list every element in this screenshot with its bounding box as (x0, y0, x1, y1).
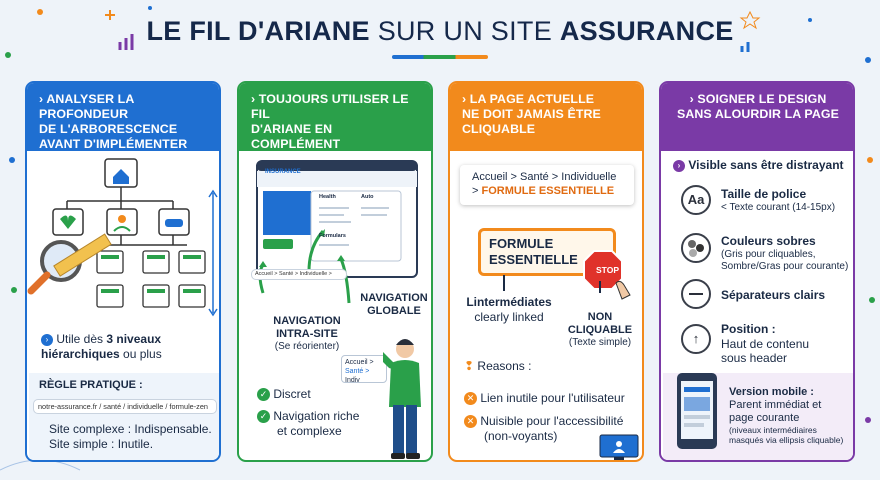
website-mockup-illustration (256, 160, 418, 304)
card-design: › SOIGNER LE DESIGN SANS ALOURDIR LA PAG… (659, 81, 855, 462)
arrow-up-icon: ↑ (681, 324, 711, 354)
separators-tip: Séparateurs clairs (721, 288, 826, 302)
menu-item-health: Health (319, 194, 336, 200)
stop-sign-label: STOP (596, 265, 619, 275)
monitor-icon (599, 434, 639, 460)
card-design-heading: › SOIGNER LE DESIGN SANS ALOURDIR LA PAG… (661, 83, 853, 151)
breadcrumb-example: Accueil > Santé > Individuelle > FORMULE… (460, 165, 634, 205)
colors-tip: Couleurs sobres (Gris pour cliquables, S… (721, 234, 849, 272)
card-main-menu-heading: › TOUJOURS UTILISER LE FIL D'ARIANE EN C… (239, 83, 431, 166)
mini-breadcrumb: Accueil > Santé > Individuelle > (251, 269, 347, 280)
design-intro: › Visible sans être distrayant (673, 158, 844, 173)
card-depth-heading: › ANALYSER LA PROFONDEUR DE L'ARBORESCEN… (27, 83, 219, 151)
depth-threshold-note: › Utile dès 3 niveaux hiérarchiques ou p… (41, 332, 162, 361)
speech-bubble-breadcrumb: Accueil > Santé > Indiv (341, 355, 387, 384)
font-size-icon: Aa (681, 185, 711, 215)
position-tip: Position : Haut de contenu sous header (721, 322, 810, 365)
chevron-right-icon: › (673, 159, 685, 172)
card-current-page: › LA PAGE ACTUELLE NE DOIT JAMAIS ÊTRE C… (448, 81, 644, 462)
smartphone-icon (677, 373, 717, 449)
page-title: LE FIL D'ARIANE SUR UN SITE ASSURANCE (146, 16, 734, 46)
mobile-tip-box: Version mobile : Parent immédiat et page… (663, 373, 853, 460)
bullet-rich-navigation: ✓ Navigation riche et complexe (257, 409, 359, 438)
font-size-tip: Taille de police < Texte courant (14-15p… (721, 187, 836, 213)
check-icon: ✓ (257, 388, 270, 402)
reason-accessibility: ✕ Nuisible pour l'accessibilité (non-voy… (464, 414, 623, 443)
card-main-menu: › TOUJOURS UTILISER LE FIL D'ARIANE EN C… (237, 81, 433, 462)
lightbulb-icon: ❢ (464, 359, 475, 373)
stop-sign-icon (583, 250, 631, 300)
connector-arrows (503, 275, 601, 293)
bullet-discreet: ✓ Discret (257, 387, 311, 402)
reason-useless-link: ✕ Lien inutile pour l'utilisateur (464, 391, 625, 406)
card-depth: › ANALYSER LA PROFONDEUR DE L'ARBORESCEN… (25, 81, 221, 462)
chevron-right-icon: › (41, 333, 53, 346)
reasons-title: ❢ Reasons : (464, 359, 532, 373)
menu-item-formulas: Formulars (319, 233, 346, 239)
palette-icon (681, 233, 711, 263)
separator-icon (681, 279, 711, 309)
practical-rule-box: RÈGLE PRATIQUE : notre-assurance.fr / sa… (29, 373, 219, 460)
close-icon: ✕ (464, 415, 477, 429)
close-icon: ✕ (464, 392, 477, 406)
person-illustration (383, 339, 421, 459)
menu-item-auto: Auto (361, 194, 374, 200)
title-underline (392, 55, 488, 59)
check-icon: ✓ (257, 410, 270, 424)
card-current-page-heading: › LA PAGE ACTUELLE NE DOIT JAMAIS ÊTRE C… (450, 83, 642, 151)
url-breadcrumb-example: notre-assurance.fr / santé / individuell… (33, 399, 217, 414)
brand-logo: INSURANCE (265, 169, 301, 175)
sitemap-tree-illustration (27, 158, 218, 317)
